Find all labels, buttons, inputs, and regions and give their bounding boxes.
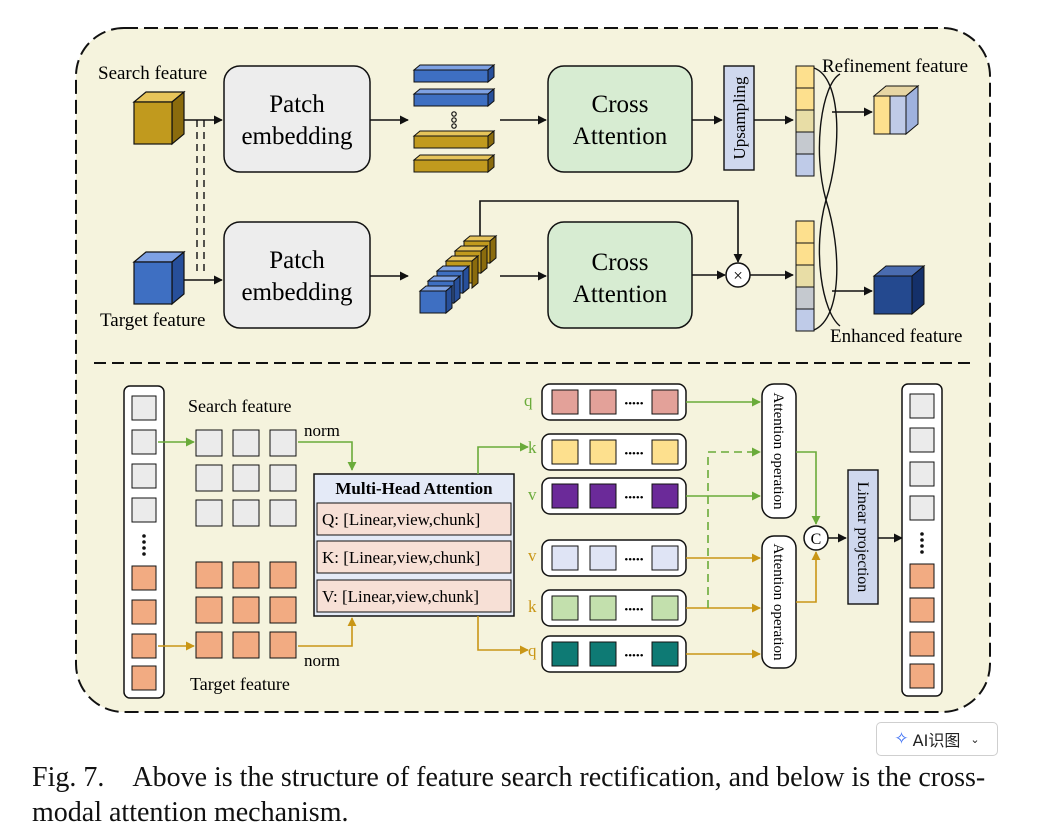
architecture-diagram: Search feature Target feature Patch embe… [75, 27, 991, 713]
attention-operation-2: Attention operation [761, 535, 797, 669]
search-token-stack [412, 63, 496, 174]
svg-text:×: × [733, 266, 743, 285]
enhanced-feature-cube [872, 264, 926, 316]
arrow-mha-to-k1 [477, 442, 529, 474]
norm-label-bottom: norm [304, 651, 340, 670]
attention-operation-1: Attention operation [761, 383, 797, 519]
chevron-down-icon: ⌄ [970, 732, 980, 746]
svg-text:•••••: ••••• [624, 604, 643, 616]
target-token-cubes [418, 234, 498, 315]
arrow-mha-to-q2 [477, 616, 529, 655]
svg-text:•••••: ••••• [624, 398, 643, 410]
enhanced-feature-label: Enhanced feature [830, 326, 962, 347]
svg-text:K: [Linear,view,chunk]: K: [Linear,view,chunk] [322, 548, 480, 567]
refinement-feature-cube [872, 84, 920, 136]
multiply-operator: × [725, 262, 751, 288]
k1-token-row: ••••• [541, 433, 687, 471]
crossing-curve-2 [813, 73, 841, 331]
v-label-1: v [528, 485, 537, 504]
q-label-1: q [524, 391, 533, 410]
search-feature-label: Search feature [98, 63, 207, 84]
q-label-2: q [528, 641, 537, 660]
arrow-attn2-to-concat [796, 551, 821, 603]
v2-token-row: ••••• [541, 539, 687, 577]
svg-text:•••••: ••••• [624, 554, 643, 566]
concat-operator: C [803, 525, 829, 551]
arrow-skip-to-multiply [479, 200, 743, 263]
q2-token-row: ••••• [541, 635, 687, 673]
svg-text:Upsampling: Upsampling [730, 76, 749, 160]
svg-text:Attention: Attention [573, 281, 668, 308]
mha-row-k [316, 540, 512, 574]
svg-text:Linear projection: Linear projection [854, 482, 871, 593]
svg-text:Patch: Patch [269, 91, 325, 118]
output-token-column [901, 383, 943, 697]
k-label-1: k [528, 438, 537, 457]
svg-text:•••••: ••••• [624, 492, 643, 504]
multi-head-attention-block: Multi-Head Attention Q: [Linear,view,chu… [313, 473, 515, 617]
q1-token-row: ••••• [541, 383, 687, 421]
ai-recognize-button[interactable]: ✧ AI识图 ⌄ [876, 722, 998, 756]
svg-text:C: C [811, 531, 822, 548]
k-label-2: k [528, 597, 537, 616]
norm-arrow-search [298, 441, 357, 471]
figure-label: Fig. 7. [32, 762, 105, 793]
sparkle-icon: ✧ [894, 729, 909, 749]
k2-token-row: ••••• [541, 589, 687, 627]
v1-token-row: ••••• [541, 477, 687, 515]
target-feature-label-bottom: Target feature [190, 674, 290, 694]
target-feature-label: Target feature [100, 310, 205, 331]
svg-text:embedding: embedding [241, 279, 353, 306]
figure-caption: Fig. 7.Above is the structure of feature… [32, 760, 1032, 830]
patch-embedding-bottom: Patch embedding [223, 221, 371, 329]
refinement-token-column [795, 65, 815, 177]
patch-embedding-top: Patch embedding [223, 65, 371, 173]
linear-projection-block: Linear projection [847, 469, 879, 605]
svg-text:Attention: Attention [573, 123, 668, 150]
norm-label-top: norm [304, 421, 340, 440]
ai-recognize-label: AI识图 [912, 731, 961, 750]
search-feature-cube [132, 90, 186, 146]
svg-text:Attention operation: Attention operation [770, 392, 786, 510]
v-label-2: v [528, 546, 537, 565]
search-token-grid [195, 429, 297, 527]
mha-row-q [316, 502, 512, 536]
enhanced-token-column [795, 220, 815, 332]
svg-text:embedding: embedding [241, 123, 353, 150]
cross-attention-bottom: Cross Attention [547, 221, 693, 329]
diagram-panel [75, 27, 991, 713]
refinement-feature-label: Refinement feature [822, 56, 968, 77]
norm-arrow-target [298, 617, 357, 647]
target-feature-cube [132, 250, 186, 306]
arrow-attn1-to-concat [796, 451, 821, 525]
svg-text:Q: [Linear,view,chunk]: Q: [Linear,view,chunk] [322, 510, 480, 529]
upsampling-block: Upsampling [723, 65, 755, 171]
svg-text:Attention operation: Attention operation [770, 543, 786, 661]
mha-title: Multi-Head Attention [335, 479, 493, 498]
mha-row-v [316, 579, 512, 613]
svg-text:Cross: Cross [592, 249, 649, 276]
svg-text:V: [Linear,view,chunk]: V: [Linear,view,chunk] [322, 587, 479, 606]
svg-text:Cross: Cross [592, 91, 649, 118]
input-token-column [123, 385, 165, 699]
svg-text:Patch: Patch [269, 247, 325, 274]
figure-caption-text: Above is the structure of feature search… [32, 762, 986, 828]
svg-text:•••••: ••••• [624, 448, 643, 460]
target-token-grid [195, 561, 297, 659]
svg-text:•••••: ••••• [624, 650, 643, 662]
cross-attention-top: Cross Attention [547, 65, 693, 173]
search-feature-label-bottom: Search feature [188, 396, 291, 416]
